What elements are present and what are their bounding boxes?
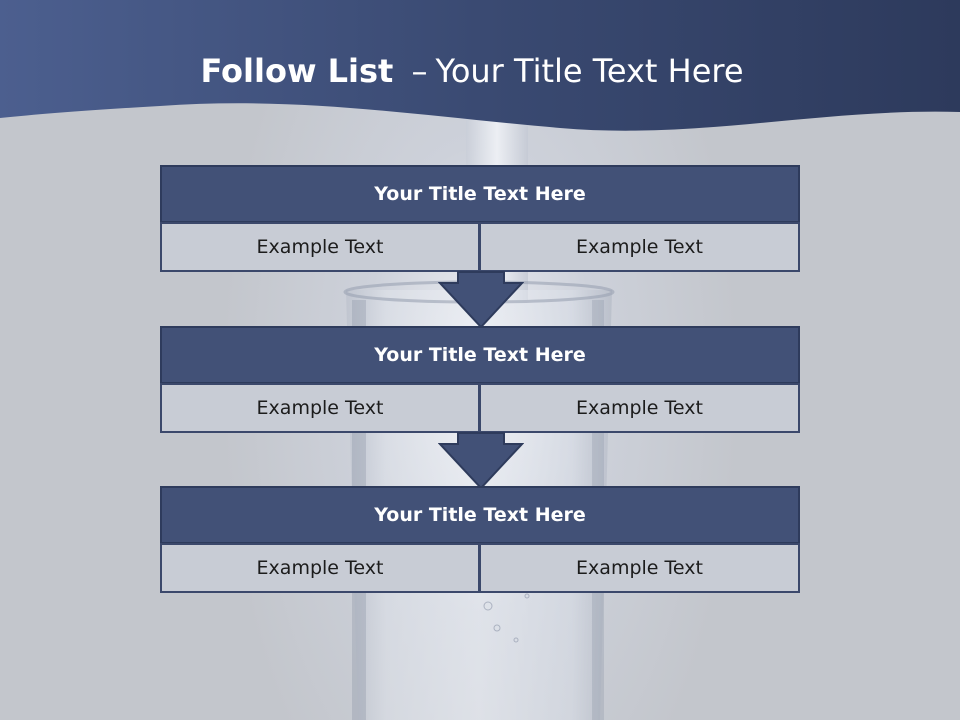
block-cell-left: Example Text bbox=[160, 222, 480, 272]
block-title: Your Title Text Here bbox=[160, 486, 800, 544]
header-banner bbox=[0, 0, 960, 131]
down-arrow-icon bbox=[438, 432, 524, 490]
block-cell-left: Example Text bbox=[160, 383, 480, 433]
down-arrow-icon bbox=[438, 271, 524, 329]
block-cell-right: Example Text bbox=[480, 383, 800, 433]
follow-block-1: Your Title Text Here Example Text Exampl… bbox=[160, 165, 800, 272]
block-cell-left: Example Text bbox=[160, 543, 480, 593]
block-title: Your Title Text Here bbox=[160, 326, 800, 384]
title-bold: Follow List bbox=[200, 52, 394, 90]
block-title: Your Title Text Here bbox=[160, 165, 800, 223]
block-cell-right: Example Text bbox=[480, 222, 800, 272]
title-rest: Your Title Text Here bbox=[435, 52, 744, 90]
follow-block-2: Your Title Text Here Example Text Exampl… bbox=[160, 326, 800, 433]
block-cell-right: Example Text bbox=[480, 543, 800, 593]
title-dash: – bbox=[411, 52, 428, 90]
slide-title: Follow List –Your Title Text Here bbox=[0, 52, 944, 90]
follow-block-3: Your Title Text Here Example Text Exampl… bbox=[160, 486, 800, 593]
